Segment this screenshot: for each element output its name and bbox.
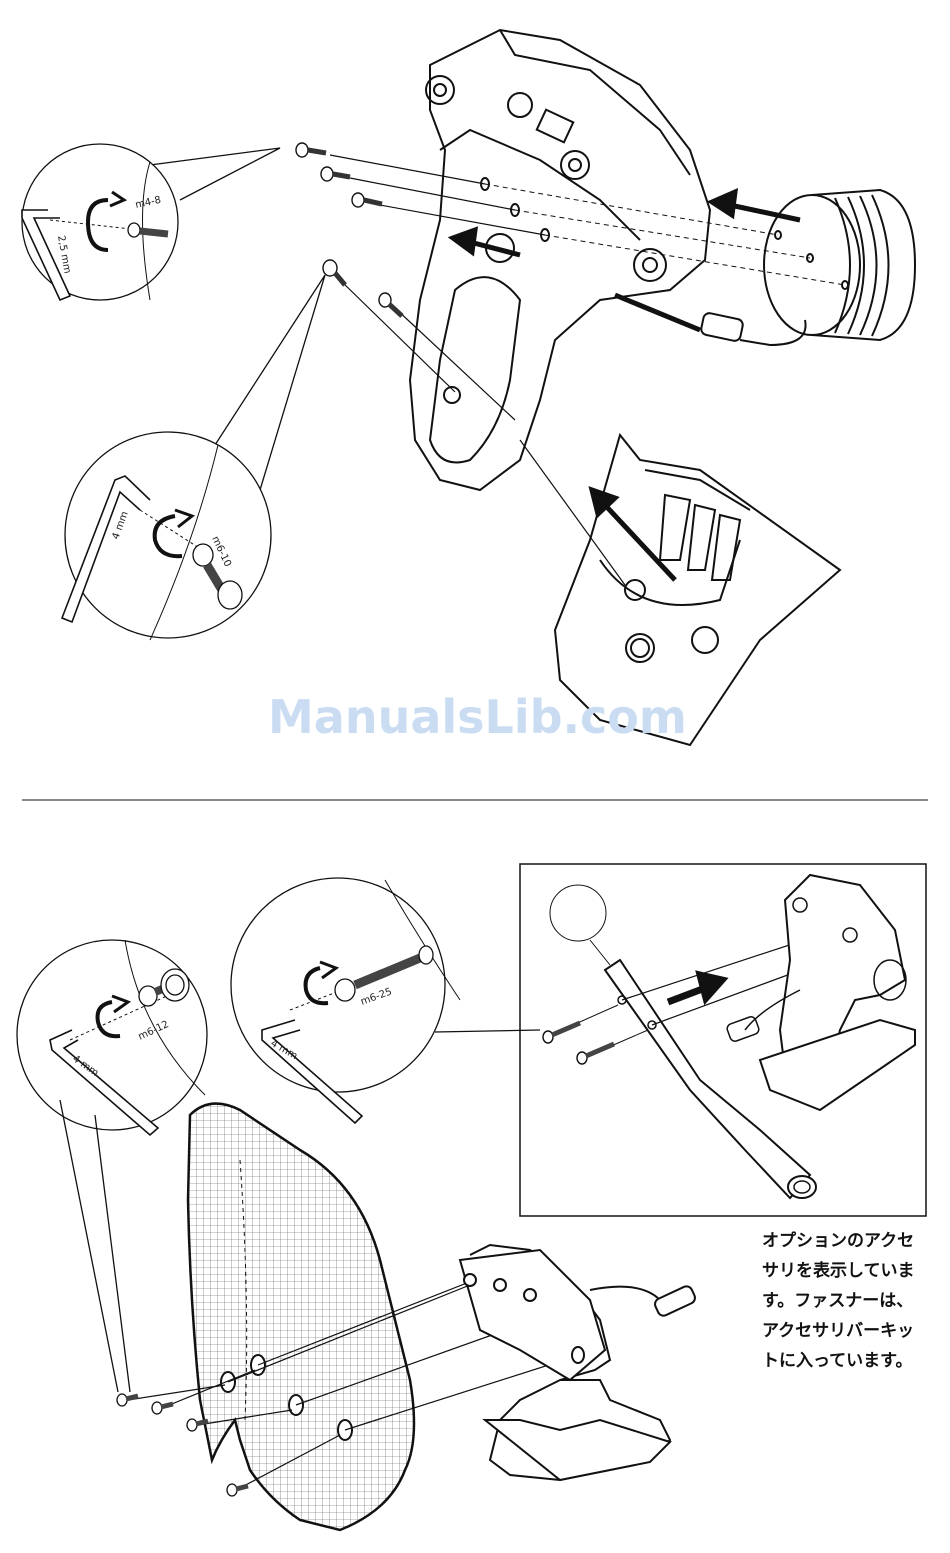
screw-icon [296, 143, 402, 316]
callout-a [22, 144, 280, 300]
note-line: トに入っています。 [762, 1346, 950, 1376]
watermark: ManualsLib.com [268, 690, 687, 744]
direction-arrow-icon [668, 975, 722, 1002]
bottom-clamp [460, 1245, 697, 1480]
callout-d [231, 878, 540, 1123]
accessory-note: オプションのアクセ サリを表示していま す。ファスナーは、 アクセサリバーキッ … [762, 1226, 950, 1376]
callout-b [62, 275, 325, 640]
note-line: オプションのアクセ [762, 1226, 950, 1256]
callout-c [17, 940, 207, 1392]
top-assembly [296, 30, 915, 745]
note-line: アクセサリバーキッ [762, 1316, 950, 1346]
accessory-inset [520, 864, 926, 1216]
note-line: サリを表示していま [762, 1256, 950, 1286]
note-line: す。ファスナーは、 [762, 1286, 950, 1316]
